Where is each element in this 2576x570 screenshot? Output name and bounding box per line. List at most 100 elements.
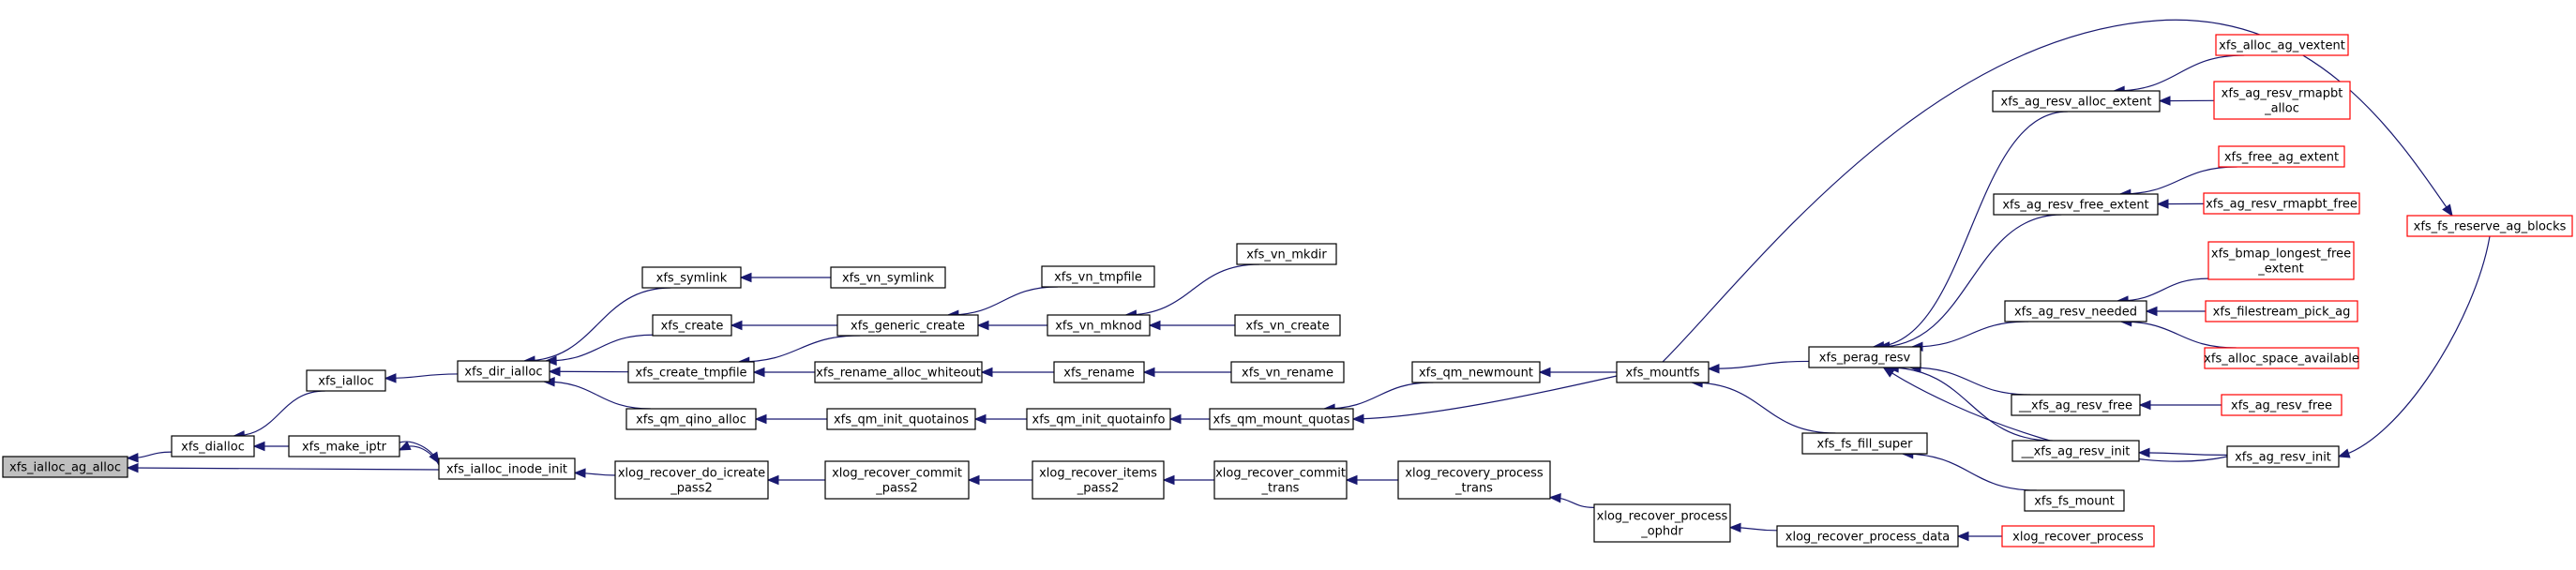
node-box xyxy=(1397,460,1551,500)
node-alloc-ag-vextent[interactable]: xfs_alloc_ag_vextent xyxy=(2215,34,2349,56)
edge-line xyxy=(2120,321,2237,349)
edge-arrowhead xyxy=(2137,447,2150,458)
node-qm-mount-quotas[interactable]: xfs_qm_mount_quotas xyxy=(1209,408,1354,430)
node-label: xfs_create xyxy=(661,320,724,334)
node-box xyxy=(2011,394,2141,416)
node-vn-mkdir[interactable]: xfs_vn_mkdir xyxy=(1236,243,1337,265)
node-label: xfs_make_iptr xyxy=(302,441,387,455)
edge-ialloc_inode_init-to-ialloc_ag_alloc xyxy=(126,462,440,473)
node-qm-init-quotainfo[interactable]: xfs_qm_init_quotainfo xyxy=(1026,408,1171,430)
node-ag-resv-alloc-extent[interactable]: xfs_ag_resv_alloc_extent xyxy=(1992,90,2161,112)
edge-line xyxy=(546,334,654,362)
node-label: xfs_mountfs xyxy=(1625,367,1699,381)
node-recover-commit-pass2[interactable]: xlog_recover_commit_pass2 xyxy=(824,460,970,500)
node-box xyxy=(2213,81,2351,120)
node-recover-process-ophdr[interactable]: xlog_recover_process_ophdr xyxy=(1593,503,1731,543)
edge-vn_create-to-vn_mknod xyxy=(1148,320,1235,331)
node-free-ag-extent[interactable]: xfs_free_ag_extent xyxy=(2218,145,2345,168)
node-make-iptr[interactable]: xfs_make_iptr xyxy=(288,435,400,458)
node-label: xfs_symlink xyxy=(656,272,728,286)
node-mountfs[interactable]: xfs_mountfs xyxy=(1616,361,1710,383)
node-ag-resv-needed[interactable]: xfs_ag_resv_needed xyxy=(2004,300,2147,322)
node-recover-do-icreate[interactable]: xlog_recover_do_icreate_pass2 xyxy=(614,460,769,500)
node-qm-init-quotainos[interactable]: xfs_qm_init_quotainos xyxy=(826,408,976,430)
edge-arrowhead xyxy=(730,320,743,331)
node-recover-process[interactable]: xlog_recover_process xyxy=(2001,525,2155,548)
node-box xyxy=(1776,525,1959,548)
node---ag-resv-init[interactable]: __xfs_ag_resv_init xyxy=(2011,440,2140,462)
node-qm-qino-alloc[interactable]: xfs_qm_qino_alloc xyxy=(625,408,757,430)
node-filestream-pick-ag[interactable]: xfs_filestream_pick_ag xyxy=(2205,300,2358,322)
node-vn-create[interactable]: xfs_vn_create xyxy=(1234,314,1341,337)
edge-ag_resv_rmapbt_free-to-ag_resv_free_extent xyxy=(2156,199,2205,209)
node-recovery-process-trans[interactable]: xlog_recovery_process_trans xyxy=(1397,460,1551,500)
node-label: xlog_recover_items xyxy=(1039,467,1157,481)
node-create[interactable]: xfs_create xyxy=(652,314,732,337)
node-vn-symlink[interactable]: xfs_vn_symlink xyxy=(830,266,946,289)
node---ag-resv-free[interactable]: __xfs_ag_resv_free xyxy=(2011,394,2141,416)
edge-arrowhead xyxy=(126,462,139,473)
node-label: xfs_create_tmpfile xyxy=(635,367,746,381)
node-box xyxy=(826,408,976,430)
node-box xyxy=(836,314,979,337)
node-ag-resv-free-extent[interactable]: xfs_ag_resv_free_extent xyxy=(1993,193,2159,216)
node-rename-alloc-whiteout[interactable]: xfs_rename_alloc_whiteout xyxy=(814,361,983,383)
node-box xyxy=(814,361,983,383)
node-ialloc-ag-alloc: xfs_ialloc_ag_alloc xyxy=(2,456,128,478)
node-vn-rename[interactable]: xfs_vn_rename xyxy=(1230,361,1345,383)
node-box xyxy=(824,460,970,500)
edge-recover_process-to-recover_process_data xyxy=(1956,531,2002,542)
node-label: xfs_ialloc_inode_init xyxy=(446,463,567,477)
edge-line xyxy=(2138,452,2228,456)
node-box xyxy=(2,456,128,478)
edge-line xyxy=(2117,278,2209,302)
node-qm-newmount[interactable]: xfs_qm_newmount xyxy=(1411,361,1541,383)
node-fs-mount[interactable]: xfs_fs_mount xyxy=(2024,489,2125,512)
edge-vn_rename-to-rename xyxy=(1142,367,1231,378)
node-box xyxy=(1993,193,2159,216)
edge-arrowhead xyxy=(1148,320,1161,331)
node-vn-tmpfile[interactable]: xfs_vn_tmpfile xyxy=(1041,265,1155,288)
node-fs-fill-super[interactable]: xfs_fs_fill_super xyxy=(1801,432,1928,455)
node-recover-process-data[interactable]: xlog_recover_process_data xyxy=(1776,525,1959,548)
node-perag-resv[interactable]: xfs_perag_resv xyxy=(1808,346,1921,368)
edge-arrowhead xyxy=(252,441,265,452)
edge-arrowhead xyxy=(2156,199,2169,209)
node-label: xfs_fs_mount xyxy=(2034,495,2115,509)
node-ag-resv-rmapbt-alloc[interactable]: xfs_ag_resv_rmapbt_alloc xyxy=(2213,81,2351,120)
node-fs-reserve-ag-blocks[interactable]: xfs_fs_reserve_ag_blocks xyxy=(2406,215,2573,237)
node-dir-ialloc[interactable]: xfs_dir_ialloc xyxy=(457,360,550,382)
node-rename[interactable]: xfs_rename xyxy=(1053,361,1145,383)
node-label: _trans xyxy=(1454,482,1493,496)
edge-line xyxy=(1324,382,1434,410)
node-box xyxy=(1026,408,1171,430)
node-recover-commit-trans[interactable]: xlog_recover_commit_trans xyxy=(1213,460,1348,500)
edge-line xyxy=(1873,111,2068,348)
node-box xyxy=(2218,145,2345,168)
node-dialloc[interactable]: xfs_dialloc xyxy=(171,435,255,458)
node-recover-items-pass2[interactable]: xlog_recover_items_pass2 xyxy=(1032,460,1165,500)
node-vn-mknod[interactable]: xfs_vn_mknod xyxy=(1047,314,1151,337)
node-generic-create[interactable]: xfs_generic_create xyxy=(836,314,979,337)
edge-recover_commit_trans-to-recover_items_pass2 xyxy=(1162,474,1214,486)
edge-ialloc-to-dialloc xyxy=(232,390,325,441)
node-ialloc-inode-init[interactable]: xfs_ialloc_inode_init xyxy=(438,458,576,480)
node-box xyxy=(2204,347,2359,369)
node-box xyxy=(2205,300,2358,322)
node-ialloc[interactable]: xfs_ialloc xyxy=(306,369,386,392)
edge-arrowhead xyxy=(544,355,557,366)
node-ag-resv-rmapbt-free[interactable]: xfs_ag_resv_rmapbt_free xyxy=(2203,192,2360,215)
node-ag-resv-init[interactable]: xfs_ag_resv_init xyxy=(2226,445,2340,468)
edge-arrowhead xyxy=(967,474,980,486)
node-bmap-longest-free-extent[interactable]: xfs_bmap_longest_free_extent xyxy=(2207,241,2355,280)
edge-ag_resv_free_extent-to-perag_resv xyxy=(1877,214,2062,352)
node-ag-resv-free[interactable]: xfs_ag_resv_free xyxy=(2221,394,2343,416)
node-label: xfs_vn_rename xyxy=(1242,367,1333,381)
edge-fs_fill_super-to-mountfs xyxy=(1690,378,1836,434)
node-create-tmpfile[interactable]: xfs_create_tmpfile xyxy=(627,361,755,383)
edge-create-to-dir_ialloc xyxy=(544,334,654,366)
node-label: xfs_dialloc xyxy=(181,441,245,455)
node-symlink[interactable]: xfs_symlink xyxy=(641,266,742,289)
node-alloc-space-available[interactable]: xfs_alloc_space_available xyxy=(2204,347,2359,369)
edge-line xyxy=(1352,375,1618,420)
